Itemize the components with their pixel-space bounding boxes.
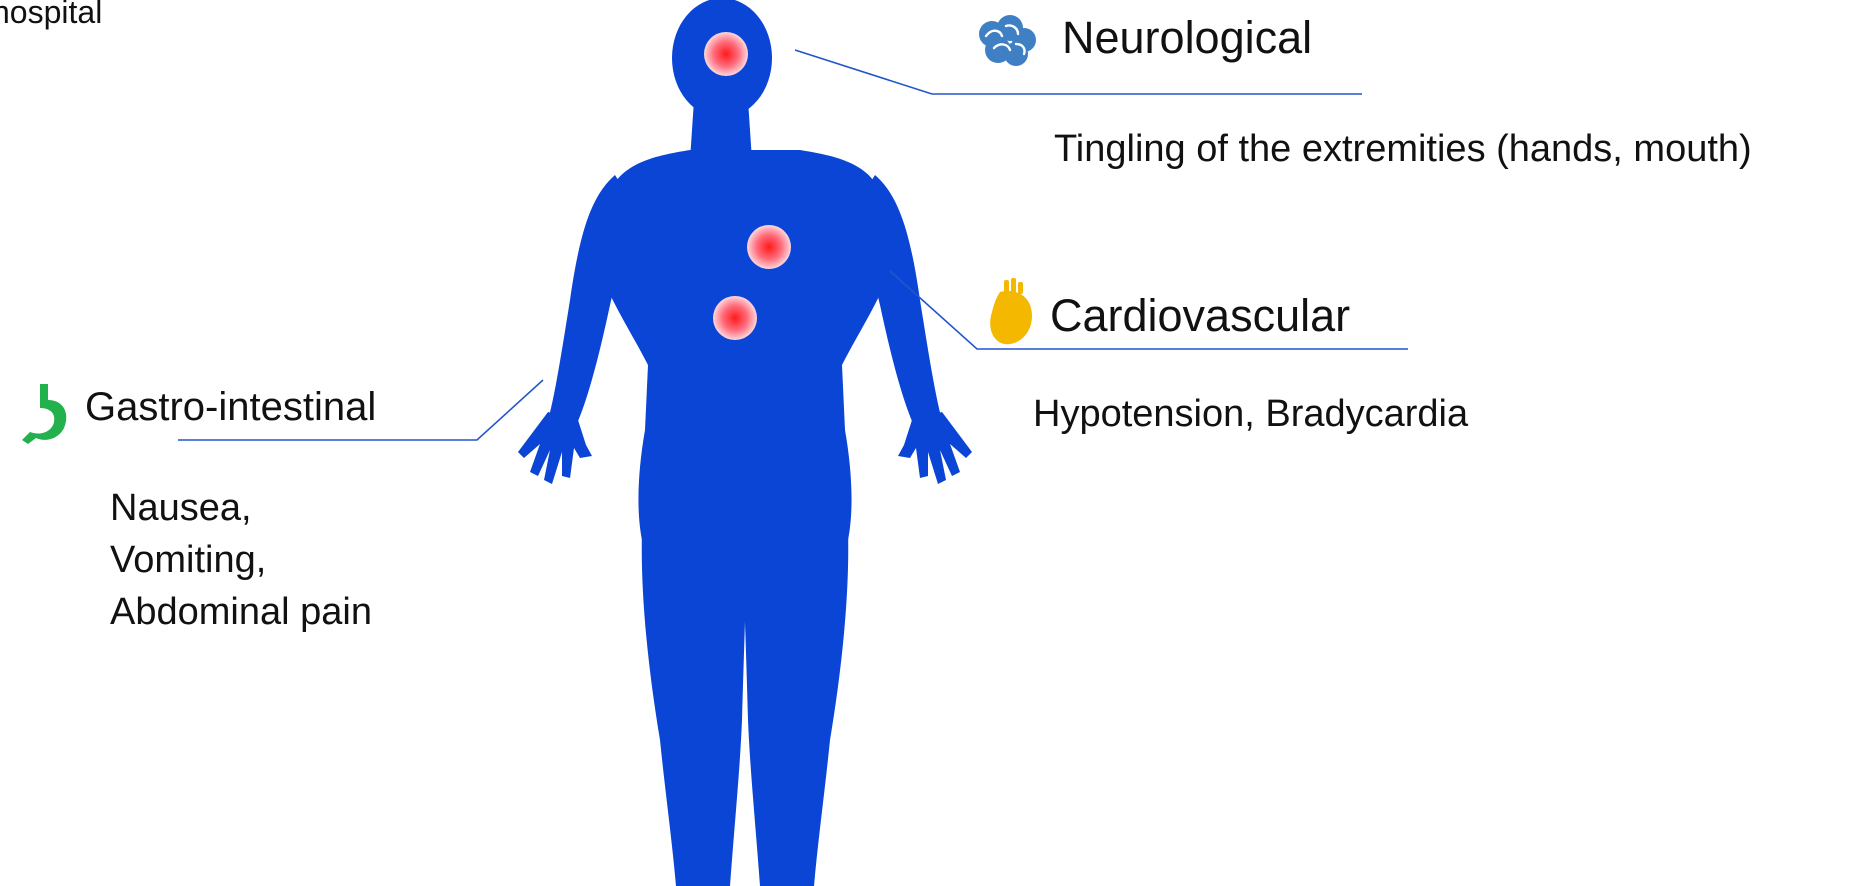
corner-text: hospital xyxy=(0,0,102,31)
gi-symptom-vomiting: Vomiting, xyxy=(110,534,372,586)
gi-symptom-nausea: Nausea, xyxy=(110,482,372,534)
gastrointestinal-symptoms: Nausea, Vomiting, Abdominal pain xyxy=(110,482,372,638)
cardiovascular-title: Cardiovascular xyxy=(1050,290,1350,342)
human-silhouette xyxy=(518,0,972,886)
pain-point-chest xyxy=(747,225,791,269)
heart-icon xyxy=(986,278,1036,346)
gi-symptom-abdominal-pain: Abdominal pain xyxy=(110,586,372,638)
brain-icon xyxy=(974,14,1038,72)
neurological-description: Tingling of the extremities (hands, mout… xyxy=(1054,128,1752,172)
stomach-icon xyxy=(18,382,74,448)
cardiovascular-description: Hypotension, Bradycardia xyxy=(1033,393,1468,437)
pain-point-abdomen xyxy=(713,296,757,340)
neurological-title: Neurological xyxy=(1062,12,1312,64)
pain-point-head xyxy=(704,32,748,76)
gastrointestinal-title: Gastro-intestinal xyxy=(85,384,376,430)
